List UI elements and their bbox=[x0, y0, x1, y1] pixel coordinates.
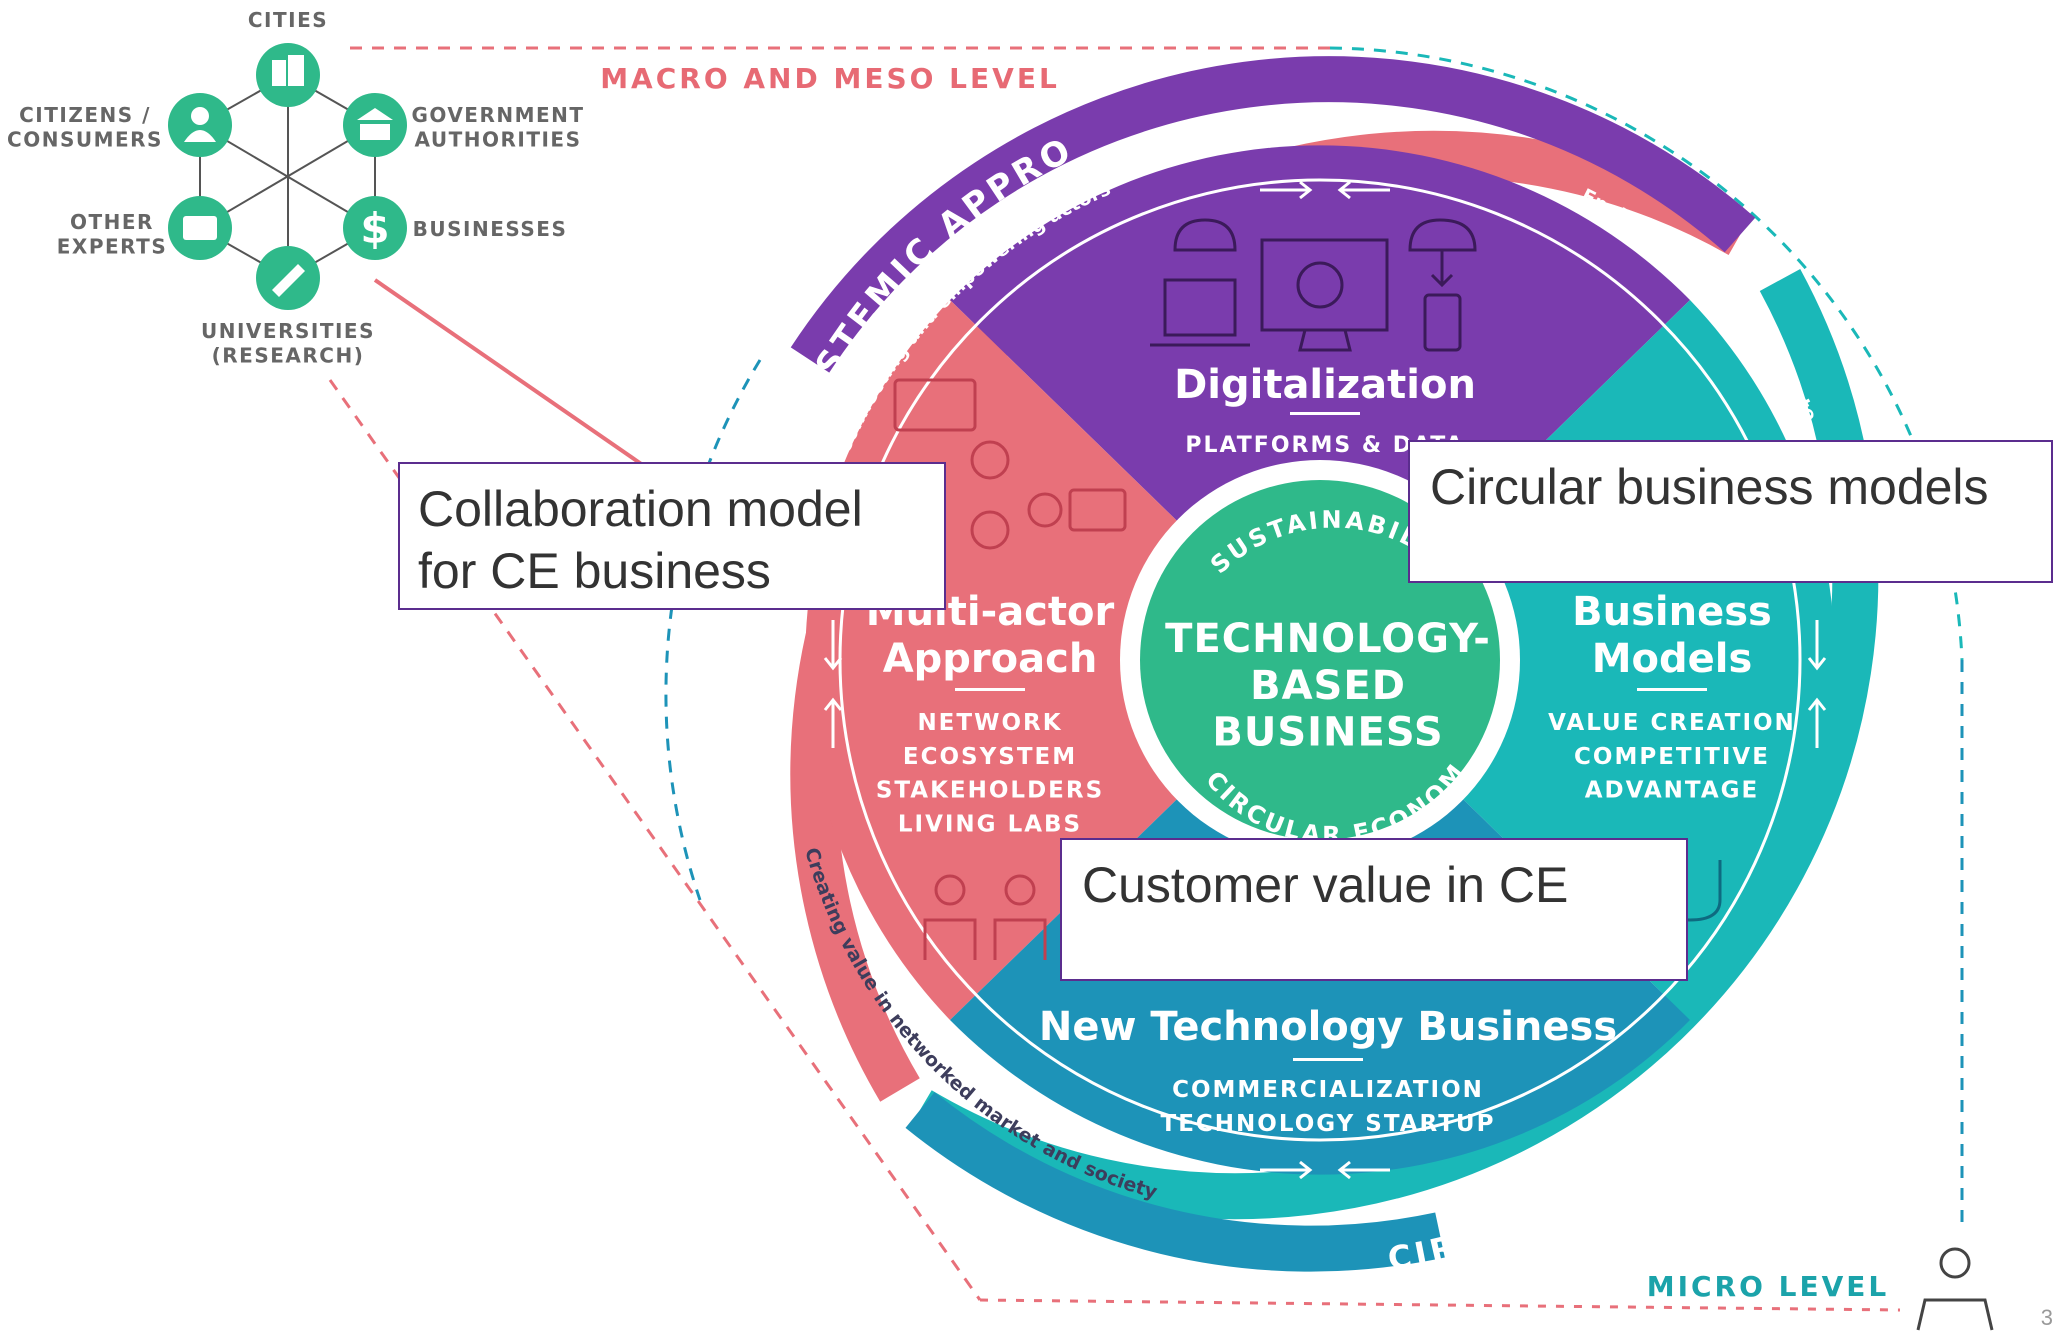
actor-citizens-label-line: CONSUMERS bbox=[7, 127, 163, 151]
customer-value-callout: Customer value in CE bbox=[1060, 838, 1688, 981]
actor-cities-label: CITIES bbox=[248, 8, 328, 32]
multi-actor-items-line: LIVING LABS bbox=[898, 811, 1082, 837]
slide-number: 3 bbox=[2040, 1305, 2053, 1330]
actor-universities-label-line: (RESEARCH) bbox=[212, 343, 365, 367]
actor-experts-label-line: EXPERTS bbox=[57, 234, 167, 258]
government-icon bbox=[343, 93, 407, 157]
strategy-band-blue bbox=[905, 1092, 1445, 1272]
digitalization-divider bbox=[1290, 412, 1360, 415]
multi-actor-items-line: ECOSYSTEM bbox=[903, 744, 1077, 770]
business-models-items-line: ADVANTAGE bbox=[1585, 778, 1759, 804]
actor-experts-label-line: OTHER bbox=[70, 210, 154, 234]
multi-actor-divider bbox=[955, 688, 1025, 691]
actor-citizens-label: CITIZENS /CONSUMERS bbox=[7, 103, 163, 151]
new-tech-items: COMMERCIALIZATION TECHNOLOGY STARTUP bbox=[1161, 1077, 1496, 1137]
download-phone-icon bbox=[1408, 218, 1477, 352]
business-models-items-line: VALUE CREATION bbox=[1548, 710, 1796, 736]
digital-brain-monitor-icon bbox=[1260, 238, 1389, 352]
business-models-divider bbox=[1637, 688, 1707, 691]
actor-citizens-label-line: CITIZENS / bbox=[19, 103, 151, 127]
new-tech-items-line: TECHNOLOGY STARTUP bbox=[1161, 1111, 1496, 1137]
experts-icon bbox=[168, 196, 232, 260]
actor-government-label-line: AUTHORITIES bbox=[415, 127, 582, 151]
svg-text:$: $ bbox=[360, 204, 389, 253]
customer-value-callout-text: Customer value in CE bbox=[1082, 857, 1569, 913]
business-models-title-line: Models bbox=[1592, 636, 1753, 682]
upload-laptop-icon bbox=[1150, 218, 1250, 347]
people-network-icon bbox=[893, 378, 1127, 550]
ring-arrows bbox=[823, 180, 1827, 1180]
new-tech-divider bbox=[1293, 1058, 1363, 1061]
actor-universities-label-line: UNIVERSITIES bbox=[201, 319, 375, 343]
multi-actor-items-line: STAKEHOLDERS bbox=[876, 778, 1104, 804]
handshake-people-icon bbox=[923, 874, 1047, 960]
businesses-icon: $ bbox=[343, 196, 407, 260]
center-title-line: TECHNOLOGY- bbox=[1165, 616, 1491, 662]
center-title-line: BUSINESS bbox=[1212, 710, 1443, 756]
multi-actor-title-line: Approach bbox=[883, 636, 1098, 682]
new-tech-items-line: COMMERCIALIZATION bbox=[1172, 1077, 1484, 1103]
macro-level-label: MACRO AND MESO LEVEL bbox=[600, 62, 1060, 95]
multi-actor-items-line: NETWORK bbox=[917, 710, 1062, 736]
digitalization-title: Digitalization bbox=[1174, 362, 1476, 408]
universities-icon bbox=[256, 246, 320, 310]
business-models-items-line: COMPETITIVE bbox=[1574, 744, 1770, 770]
micro-level-label: MICRO LEVEL bbox=[1647, 1270, 1890, 1303]
business-models-title-line: Business bbox=[1572, 589, 1772, 635]
person-laptop-icon bbox=[1916, 1247, 1994, 1331]
multi-actor-items: NETWORK ECOSYSTEM STAKEHOLDERS LIVING LABS bbox=[876, 710, 1104, 837]
center-title-line: BASED bbox=[1250, 663, 1406, 709]
citizens-icon bbox=[168, 93, 232, 157]
actor-universities-label: UNIVERSITIES(RESEARCH) bbox=[201, 319, 375, 367]
business-models-items: VALUE CREATION COMPETITIVE ADVANTAGE bbox=[1548, 710, 1796, 804]
actor-government-label-line: GOVERNMENT bbox=[411, 103, 584, 127]
collaboration-callout: Collaboration model for CE business bbox=[398, 462, 946, 610]
circular-business-callout-text: Circular business models bbox=[1430, 459, 1989, 515]
collaboration-callout-text: Collaboration model for CE business bbox=[418, 481, 863, 599]
connector-line bbox=[373, 278, 652, 472]
new-tech-title: New Technology Business bbox=[1039, 1004, 1617, 1050]
actor-businesses-label: BUSINESSES bbox=[413, 217, 568, 241]
systemic-band-purple bbox=[790, 56, 1756, 373]
circular-business-callout: Circular business models bbox=[1408, 440, 2053, 583]
cities-icon bbox=[256, 43, 320, 107]
